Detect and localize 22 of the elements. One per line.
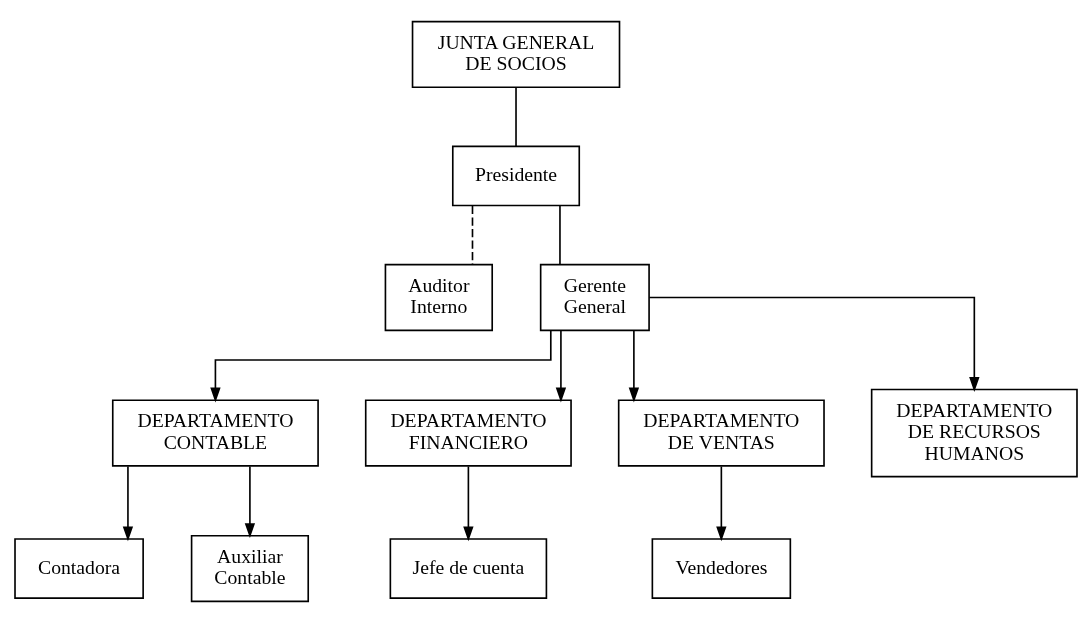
arrow (210, 330, 552, 403)
arrow (716, 465, 727, 542)
node-box: Vendedores (651, 538, 792, 599)
node-box: DEPARTAMENTO FINANCIERO (364, 399, 572, 467)
node-box: Auditor Interno (384, 263, 493, 332)
node-box: Presidente (451, 145, 581, 207)
connector (559, 205, 561, 266)
node-box: Contadora (14, 538, 144, 599)
arrow (628, 330, 640, 403)
node-box: DEPARTAMENTO DE VENTAS (617, 399, 825, 467)
arrow (122, 465, 134, 542)
node-box: DEPARTAMENTO DE RECURSOS HUMANOS (870, 388, 1078, 478)
node-box: JUNTA GENERAL DE SOCIOS (411, 20, 621, 89)
arrow (648, 296, 980, 392)
node-box: Gerente General (539, 263, 650, 332)
node-box: DEPARTAMENTO CONTABLE (111, 399, 319, 467)
connector (515, 86, 517, 147)
node-box: Jefe de cuenta (389, 538, 548, 599)
node-box: Auxiliar Contable (190, 534, 310, 603)
arrow (555, 330, 567, 403)
arrow (463, 465, 474, 542)
arrow (244, 465, 256, 538)
